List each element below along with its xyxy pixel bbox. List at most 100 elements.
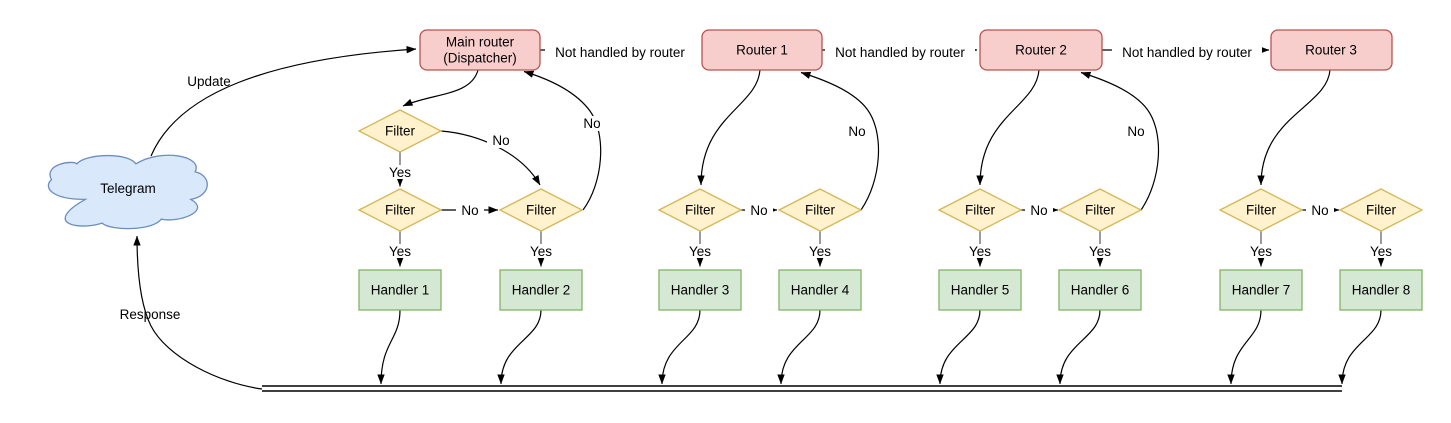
filter-c-label: Filter <box>526 203 557 218</box>
label-bg <box>385 244 415 258</box>
label-bg <box>456 203 484 218</box>
no-text: No <box>461 203 478 218</box>
edge-handler1-to-bus <box>377 309 401 385</box>
edge-update <box>150 45 417 157</box>
label-bg <box>1246 244 1276 258</box>
update-label: Update <box>187 74 231 89</box>
router-1-label: Router 1 <box>736 43 788 58</box>
router-2-box <box>979 29 1103 71</box>
response-label: Response <box>120 307 181 322</box>
handler-8-box <box>1339 269 1423 311</box>
router-3-box <box>1270 29 1393 71</box>
edge-handler5-to-bus <box>936 309 981 385</box>
edge-handler6-to-bus <box>1056 309 1101 385</box>
filter-node-e: Filter <box>777 188 863 232</box>
handler-5-label: Handler 5 <box>951 283 1010 298</box>
label-bg <box>1122 124 1150 139</box>
not-handled-label-1: Not handled by router <box>545 43 695 60</box>
label-bg <box>745 203 773 218</box>
filter-d-diamond <box>657 188 743 232</box>
yes-text: Yes <box>969 244 991 259</box>
edge-router3-to-filter-g <box>1257 69 1331 186</box>
telegram-cloud-node: Telegram <box>47 154 208 230</box>
main-router-label-line2: (Dispatcher) <box>443 51 517 66</box>
no-text: No <box>1311 203 1328 218</box>
filter-node-h: Filter <box>1338 188 1424 232</box>
yes-text: Yes <box>530 244 552 259</box>
handler-7-box <box>1219 269 1303 311</box>
no-text: No <box>583 116 600 131</box>
edge-main-to-filter-a <box>402 69 479 107</box>
filter-a-label: Filter <box>385 124 416 139</box>
filter-f2-diamond <box>1057 188 1143 232</box>
filter-node-f1: Filter <box>937 188 1023 232</box>
label-bg <box>1112 43 1262 60</box>
not-handled-text: Not handled by router <box>835 45 965 60</box>
no-label-router1-loop: No <box>843 124 871 139</box>
handler-4-label: Handler 4 <box>791 283 850 298</box>
filter-node-c: Filter <box>498 188 584 232</box>
edge-response <box>133 235 263 390</box>
filter-f1-diamond <box>937 188 1023 232</box>
edge-handler8-to-bus <box>1338 309 1382 385</box>
no-label-router2-loop: No <box>1122 124 1150 139</box>
yes-label-filter-c: Yes <box>526 244 556 259</box>
edges <box>133 45 1385 392</box>
router-1-node: Router 1 <box>701 29 823 71</box>
yes-label-filter-b: Yes <box>385 244 415 259</box>
router-3-node: Router 3 <box>1270 29 1393 71</box>
edge-filter-e-no-loop-to-router1 <box>800 71 880 211</box>
filter-f1-label: Filter <box>965 203 996 218</box>
filter-f2-label: Filter <box>1085 203 1116 218</box>
yes-text: Yes <box>1250 244 1272 259</box>
handler-3-label: Handler 3 <box>671 283 730 298</box>
no-label-filter-d-e: No <box>745 203 773 218</box>
handler-node-6: Handler 6 <box>1058 269 1142 311</box>
label-bg <box>1025 203 1053 218</box>
edge-handler4-to-bus <box>777 309 821 385</box>
label-bg <box>965 244 995 258</box>
handler-node-3: Handler 3 <box>658 269 742 311</box>
filter-node-d: Filter <box>657 188 743 232</box>
yes-text: Yes <box>1089 244 1111 259</box>
router-2-label: Router 2 <box>1015 43 1067 58</box>
no-text: No <box>848 124 865 139</box>
edge-filter-f2-no-loop-to-router2 <box>1080 71 1160 211</box>
handler-2-box <box>499 269 583 311</box>
filter-e-diamond <box>777 188 863 232</box>
yes-text: Yes <box>1370 244 1392 259</box>
label-bg <box>685 244 715 258</box>
filter-h-diamond <box>1338 188 1424 232</box>
label-bg <box>385 165 415 179</box>
handler-1-label: Handler 1 <box>371 283 430 298</box>
edge-router1-to-filter-d <box>697 69 761 186</box>
handler-5-box <box>938 269 1022 311</box>
filter-node-f2: Filter <box>1057 188 1143 232</box>
yes-text: Yes <box>689 244 711 259</box>
router-2-node: Router 2 <box>979 29 1103 71</box>
label-bg <box>1085 244 1115 258</box>
label-bg <box>805 244 835 258</box>
edge-handler2-to-bus <box>497 309 542 385</box>
yes-text: Yes <box>389 244 411 259</box>
handler-node-1: Handler 1 <box>358 269 442 311</box>
no-text: No <box>1030 203 1047 218</box>
filter-d-label: Filter <box>685 203 716 218</box>
no-text: No <box>1127 124 1144 139</box>
label-bg <box>526 244 556 258</box>
edge-handler7-to-bus <box>1227 309 1262 385</box>
label-bg <box>1366 244 1396 258</box>
handler-3-box <box>658 269 742 311</box>
not-handled-text: Not handled by router <box>1122 45 1252 60</box>
edge-filter-c-no-loop-to-main <box>523 70 602 211</box>
edge-handler3-to-bus <box>658 309 701 385</box>
yes-label-filter-e: Yes <box>805 244 835 259</box>
not-handled-label-3: Not handled by router <box>1112 43 1262 60</box>
main-router-label-line1: Main router <box>446 35 515 50</box>
not-handled-label-2: Not handled by router <box>825 43 975 60</box>
no-text: No <box>492 133 509 148</box>
filter-e-label: Filter <box>805 203 836 218</box>
filter-c-diamond <box>498 188 584 232</box>
handler-node-7: Handler 7 <box>1219 269 1303 311</box>
filter-g-label: Filter <box>1246 203 1277 218</box>
